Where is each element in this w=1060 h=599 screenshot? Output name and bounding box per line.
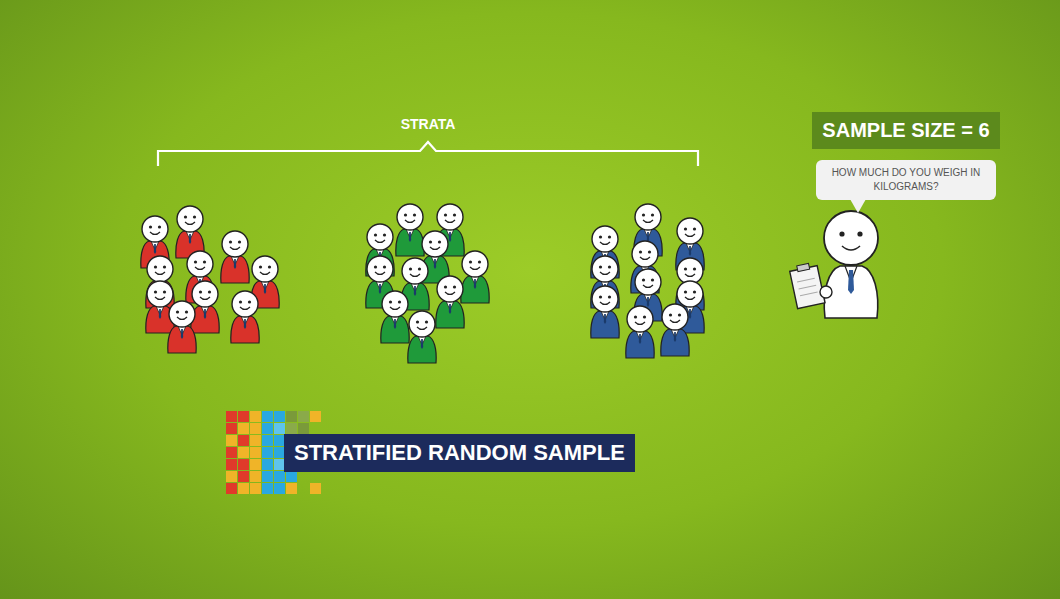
logo-square: [274, 471, 285, 482]
logo-square: [238, 435, 249, 446]
green-stratum: [366, 204, 489, 363]
logo-square: [310, 411, 321, 422]
node-text: STRATIFIED RANDOM SAMPLE: [294, 440, 625, 466]
logo-square: [262, 423, 273, 434]
logo-square: [226, 423, 237, 434]
logo-square: [250, 435, 261, 446]
logo-square: [238, 423, 249, 434]
node-text: HOW MUCH DO YOU WEIGH IN KILOGRAMS?: [828, 166, 984, 194]
logo-square: [262, 483, 273, 494]
logo-square: [262, 459, 273, 470]
logo-square: [274, 411, 285, 422]
red-stratum: [141, 206, 279, 353]
node-text: SAMPLE SIZE = 6: [822, 119, 989, 142]
logo-square: [250, 471, 261, 482]
logo-square: [226, 471, 237, 482]
speech-bubble: HOW MUCH DO YOU WEIGH IN KILOGRAMS?: [816, 160, 996, 200]
bubble-tail: [850, 199, 866, 213]
logo-square: [298, 411, 309, 422]
logo-square: [286, 423, 297, 434]
title-banner: STRATIFIED RANDOM SAMPLE: [284, 434, 635, 472]
logo-square: [262, 447, 273, 458]
logo-square: [238, 411, 249, 422]
logo-square: [274, 423, 285, 434]
logo-square: [238, 471, 249, 482]
logo-square: [226, 459, 237, 470]
logo-square: [226, 435, 237, 446]
logo-square: [262, 411, 273, 422]
logo-square: [250, 459, 261, 470]
logo-square: [274, 483, 285, 494]
logo-square: [226, 483, 237, 494]
logo-square: [238, 483, 249, 494]
logo-square: [226, 447, 237, 458]
surveyor: [789, 211, 878, 318]
logo-square: [286, 483, 297, 494]
logo-square: [250, 447, 261, 458]
logo-square: [226, 411, 237, 422]
logo-square: [262, 435, 273, 446]
logo-square: [250, 411, 261, 422]
logo-square: [286, 471, 297, 482]
strata-label: STRATA: [401, 116, 456, 132]
logo-square: [262, 471, 273, 482]
logo-square: [286, 411, 297, 422]
sample-size-box: SAMPLE SIZE = 6: [812, 112, 999, 149]
logo-square: [238, 459, 249, 470]
blue-stratum: [591, 204, 704, 358]
logo-square: [310, 483, 321, 494]
logo-square: [298, 423, 309, 434]
strata-bracket: [158, 142, 698, 166]
logo-square: [250, 423, 261, 434]
logo-square: [250, 483, 261, 494]
logo-square: [238, 447, 249, 458]
